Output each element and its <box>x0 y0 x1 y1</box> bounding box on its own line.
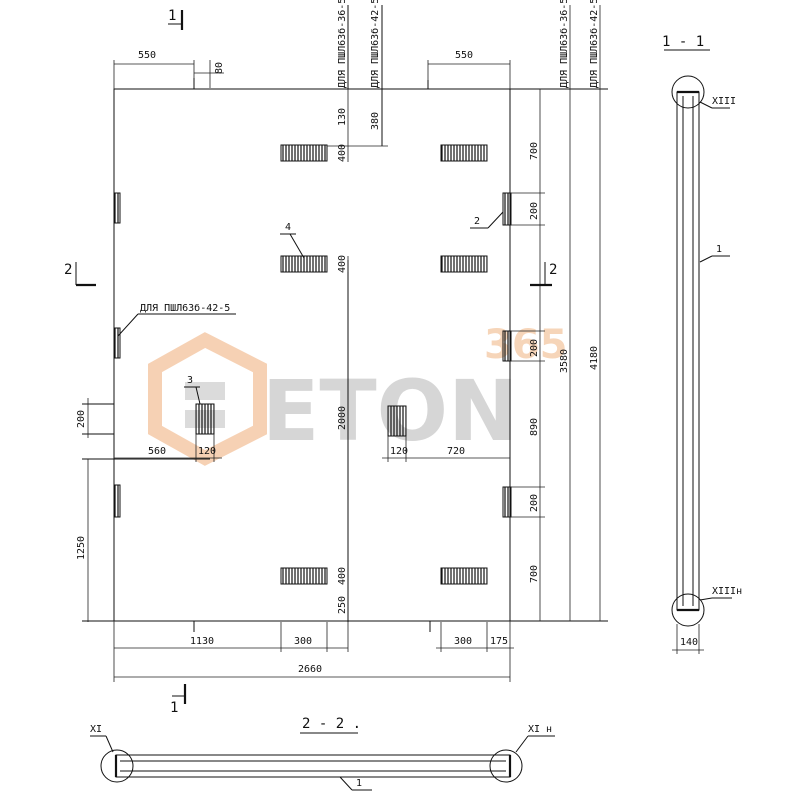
watermark-number: 365 <box>484 322 568 368</box>
dim-400-b: 400 <box>337 255 348 273</box>
dim-130: 130 <box>337 108 348 126</box>
dim-400-a: 400 <box>337 144 348 162</box>
dim-300-a: 300 <box>294 636 312 647</box>
for-42-top: ДЛЯ ПШЛ63б-42-5 <box>369 0 381 88</box>
insert-mid-right <box>440 255 488 273</box>
dim-175: 175 <box>490 636 508 647</box>
for-42-right: ДЛЯ ПШЛ63б-42-5 <box>588 0 600 88</box>
edge-plate-l3 <box>113 484 121 518</box>
svg-text:1: 1 <box>168 8 176 24</box>
watermark-logo-icon <box>148 332 267 466</box>
dim-120-a: 120 <box>198 446 216 457</box>
section-marker-2-left: 2 <box>64 262 96 287</box>
dim-380: 380 <box>370 112 381 130</box>
node-xi-n: XI н <box>528 724 552 735</box>
node-xiii: XIII <box>712 96 736 107</box>
dim-1130: 1130 <box>190 636 214 647</box>
dim-80: 80 <box>214 62 225 74</box>
dim-700-top: 700 <box>529 142 540 160</box>
callout-1-side: 1 <box>716 244 722 255</box>
insert-top-left <box>280 144 328 162</box>
dim-2660: 2660 <box>298 664 322 675</box>
insert-bottom-left <box>280 567 328 585</box>
dim-120-b: 120 <box>390 446 408 457</box>
edge-plate-r3 <box>502 486 512 518</box>
callout-1-bottom: 1 <box>356 778 362 789</box>
dim-200-r1: 200 <box>529 202 540 220</box>
dim-300-b: 300 <box>454 636 472 647</box>
svg-text:1: 1 <box>170 700 178 716</box>
callout-4: 4 <box>285 222 291 233</box>
insert-top-right <box>440 144 488 162</box>
dim-3580: 3580 <box>559 349 570 373</box>
edge-plate-r2 <box>502 330 512 362</box>
insert-mid-left <box>280 255 328 273</box>
section-title-1-1: 1 - 1 <box>662 34 704 50</box>
dim-2000: 2000 <box>337 406 348 430</box>
dim-890: 890 <box>529 418 540 436</box>
dim-140: 140 <box>680 637 698 648</box>
for-42-left: ДЛЯ ПШЛ63б-42-5 <box>140 302 230 314</box>
edge-plate-r1 <box>502 192 512 226</box>
dim-700-bottom: 700 <box>529 565 540 583</box>
callout-2: 2 <box>474 216 480 227</box>
edge-plate-l2 <box>113 327 121 359</box>
section-2-2-profile <box>100 749 523 783</box>
section-marker-1-top: 1 <box>168 8 184 30</box>
svg-text:2: 2 <box>549 262 557 278</box>
dim-1250: 1250 <box>76 536 87 560</box>
insert-vertical-left <box>195 403 215 435</box>
dim-720: 720 <box>447 446 465 457</box>
callout-3: 3 <box>187 375 193 386</box>
section-title-2-2: 2 - 2 . <box>302 716 361 732</box>
dim-400-c: 400 <box>337 567 348 585</box>
for-36-right: ДЛЯ ПШЛ63б-36-5 <box>558 0 570 88</box>
for-36-top: ДЛЯ ПШЛ63б-36-5 <box>336 0 348 88</box>
dim-200-r2: 200 <box>529 339 540 357</box>
edge-plate-l1 <box>113 192 121 224</box>
dim-200-r3: 200 <box>529 494 540 512</box>
svg-text:2: 2 <box>64 262 72 278</box>
section-marker-2-right: 2 <box>530 262 557 287</box>
insert-bottom-right <box>440 567 488 585</box>
dim-560: 560 <box>148 446 166 457</box>
insert-vertical-right <box>387 405 407 437</box>
dim-200-left: 200 <box>76 410 87 428</box>
dim-250: 250 <box>337 596 348 614</box>
node-xiii-n: XIIIн <box>712 586 742 597</box>
node-xi: XI <box>90 724 102 735</box>
dim-550-left: 550 <box>138 50 156 61</box>
dim-550-right: 550 <box>455 50 473 61</box>
section-marker-1-bottom: 1 <box>170 684 187 716</box>
section-1-1-profile <box>671 75 705 627</box>
dim-4180: 4180 <box>589 346 600 370</box>
